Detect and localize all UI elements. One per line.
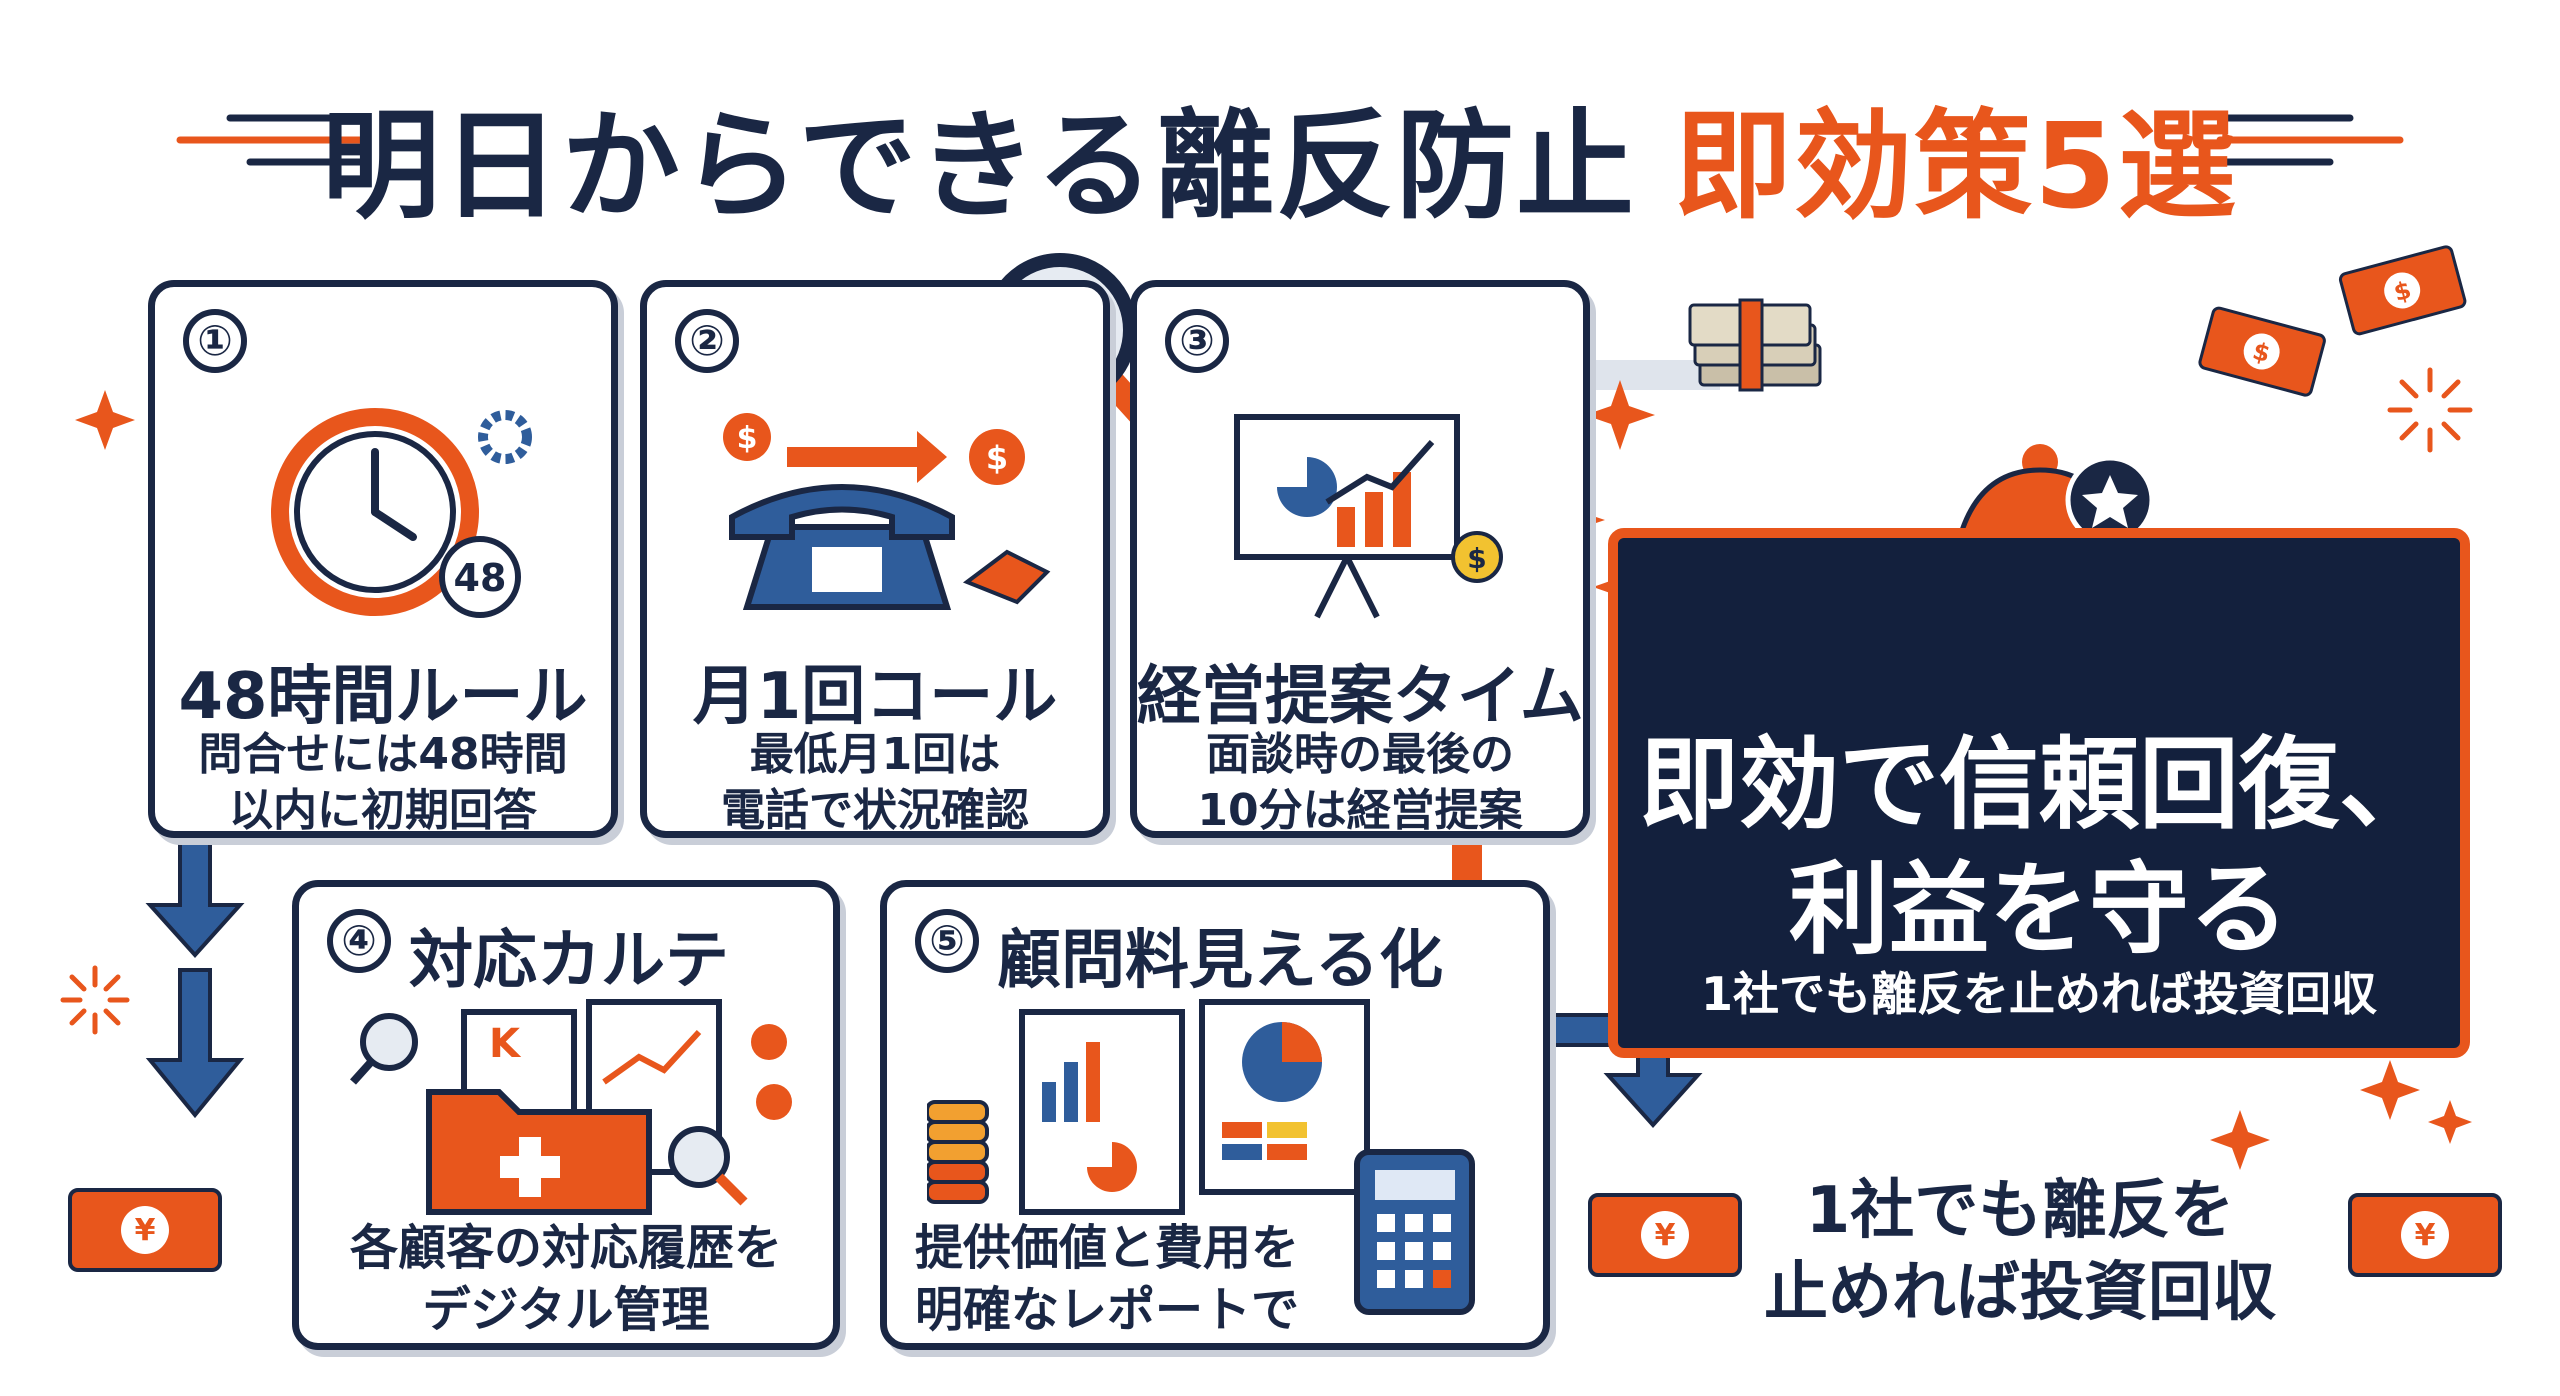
title-main: 明日からできる離反防止 [321,97,1636,235]
presentation-board-icon: $ [1234,414,1503,619]
money-stack-icon [1688,298,1822,392]
down-arrow-icon [145,833,245,1119]
tip-number: ② [675,309,739,373]
tip-desc-line2: 明確なレポートで [914,1282,1299,1338]
tip-number: ① [183,309,247,373]
result-panel: 即効で信頼回復、 利益を守る 1社でも離反を止めれば投資回収 [1608,528,2470,1058]
report-calculator-icon [927,999,1475,1315]
tip-heading: 経営提案タイム [1137,660,1584,734]
tip-card-3: ③ $ 経営提案タイム 面談時の最後の 10分は経営提案 [1130,280,1590,838]
yen-symbol: ¥ [135,1213,156,1248]
tip-heading: 48時間ルール [178,660,588,734]
medical-folder-icon: K [350,999,792,1215]
dollar-symbol: $ [1467,542,1486,575]
tip-heading: 顧問料見える化 [997,924,1444,998]
dollar-bill-icon: $ [2198,306,2326,397]
dollar-bill-icon: $ [2338,245,2467,336]
tip-card-2: ② $ $ 月1回コール 最低月1回は 電話で状況確認 [640,280,1110,838]
tip-card-4: ④ 対応カルテ K 各顧客の対応履歴を デジタル管理 [292,880,840,1350]
tip-desc-line1: 各顧客の対応履歴を [349,1220,782,1276]
tip-number: ③ [1165,309,1229,373]
tip-desc-line1: 提供価値と費用を [914,1220,1299,1276]
tip-number: ⑤ [915,909,979,973]
tip-desc-line2: デジタル管理 [422,1282,710,1338]
tip-desc-line2: 10分は経営提案 [1197,785,1523,836]
tip-desc-line1: 最低月1回は [749,729,1001,780]
tip-desc-line2: 電話で状況確認 [721,785,1029,836]
tip-heading: 対応カルテ [409,924,729,998]
tip-heading: 月1回コール [692,660,1058,734]
folder-letter: K [489,1021,522,1067]
yen-symbol: ¥ [1655,1218,1676,1253]
tip-card-5: ⑤ 顧問料見える化 提供価値と費用を 明確なレポートで [880,880,1550,1350]
title-dash-right-icon [2216,114,2404,166]
roi-note-line1: 1社でも離反を [1805,1174,2235,1248]
roi-note: 1社でも離反を 止めれば投資回収 [1700,1170,2340,1334]
tip-card-1: ① 48 48時間ルール 問合せには48時間 以内に初期回答 [148,280,618,838]
dollar-symbol: $ [2250,337,2273,368]
yen-bill-icon: ¥ [68,1188,222,1272]
tip-number: ④ [327,909,391,973]
panel-line2: 利益を守る [1789,851,2289,968]
clock-badge-label: 48 [454,556,507,600]
tip-desc-line2: 以内に初期回答 [229,785,537,836]
title-dash-left-icon [176,114,364,166]
panel-line1: 即効で信頼回復、 [1639,726,2439,843]
roi-note-line2: 止めれば投資回収 [1764,1256,2276,1330]
dollar-symbol: $ [737,421,758,456]
dollar-symbol: $ [2391,276,2414,307]
yen-symbol: ¥ [2415,1218,2436,1253]
yen-bill-icon: ¥ [1588,1193,1742,1277]
panel-sub: 1社でも離反を止めれば投資回収 [1700,967,2377,1021]
tip-desc-line1: 面談時の最後の [1206,729,1514,780]
telephone-icon: $ $ [723,413,1051,610]
title-accent: 即効策5選 [1674,97,2239,235]
dollar-symbol: $ [986,439,1008,477]
tip-desc-line1: 問合せには48時間 [198,729,568,780]
page-title: 明日からできる離反防止即効策5選 [0,70,2560,241]
yen-bill-icon: ¥ [2348,1193,2502,1277]
clock-icon: 48 [271,408,532,618]
